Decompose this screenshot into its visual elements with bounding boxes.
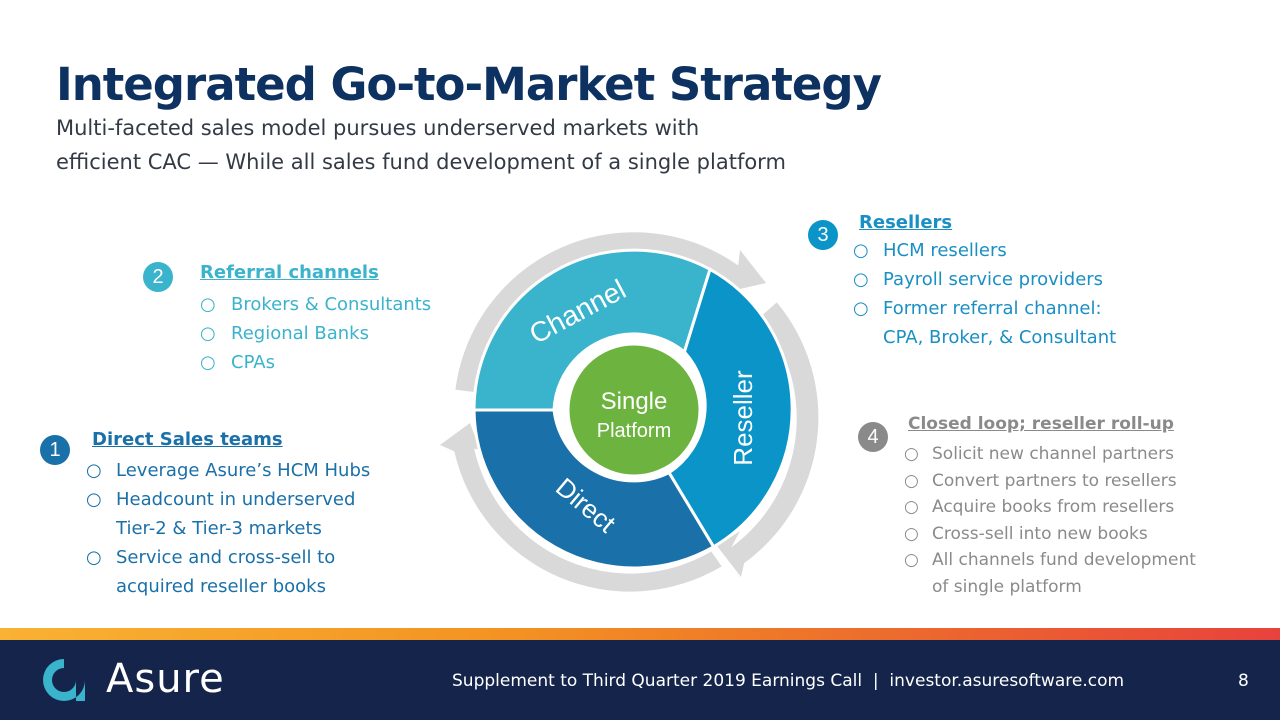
center-circle — [566, 342, 702, 478]
hollow-circle-bullet-icon: ○ — [904, 497, 919, 517]
hollow-circle-bullet-icon: ○ — [200, 323, 216, 344]
list-item: ○Acquire books from resellers — [904, 494, 1196, 521]
hollow-circle-bullet-icon: ○ — [86, 460, 102, 481]
segment-direct — [472, 408, 716, 570]
center-label-platform: Platform — [597, 420, 671, 442]
hollow-circle-bullet-icon: ○ — [853, 298, 869, 319]
hollow-circle-bullet-icon: ○ — [853, 240, 869, 261]
referral-heading: Referral channels — [200, 262, 379, 283]
list-item: Tier-2 & Tier-3 markets — [116, 518, 322, 539]
list-item: ○Solicit new channel partners — [904, 441, 1196, 468]
outer-arrow-ring — [440, 232, 819, 592]
list-item: ○Leverage Asure’s HCM Hubs — [86, 456, 370, 485]
list-item: ○Payroll service providers — [853, 265, 1116, 294]
hollow-circle-bullet-icon: ○ — [904, 550, 919, 570]
asure-logo-icon — [43, 659, 85, 701]
list-item: acquired reseller books — [116, 576, 326, 597]
hollow-circle-bullet-icon: ○ — [904, 470, 919, 491]
hollow-circle-bullet-icon: ○ — [904, 523, 919, 544]
resellers-list: ○HCM resellers ○Payroll service provider… — [853, 236, 1116, 352]
outer-arc-top — [455, 232, 766, 393]
hollow-circle-bullet-icon: ○ — [200, 352, 216, 373]
hollow-circle-bullet-icon: ○ — [86, 489, 102, 510]
closed-loop-heading: Closed loop; reseller roll-up — [908, 414, 1174, 434]
badge-direct: 1 — [40, 435, 70, 465]
hollow-circle-bullet-icon: ○ — [86, 547, 102, 568]
list-item: ○Cross-sell into new books — [904, 521, 1196, 548]
page-title: Integrated Go-to-Market Strategy — [56, 58, 882, 111]
list-item: ○All channels fund development — [904, 547, 1196, 574]
footer-gradient-stripe — [0, 628, 1280, 640]
list-item: ○Service and cross-sell to — [86, 543, 370, 572]
badge-closed-loop: 4 — [858, 422, 888, 452]
subtitle-line-2: efficient CAC — While all sales fund dev… — [56, 150, 786, 174]
outer-arc-right — [717, 302, 819, 577]
list-item: ○HCM resellers — [853, 236, 1116, 265]
list-item: ○Convert partners to resellers — [904, 468, 1196, 495]
badge-referral: 2 — [143, 262, 173, 292]
referral-list: ○Brokers & Consultants ○Regional Banks ○… — [200, 290, 431, 377]
list-item: ○Regional Banks — [200, 319, 431, 348]
outer-arc-bottom — [440, 423, 722, 592]
hollow-circle-bullet-icon: ○ — [200, 294, 216, 315]
hollow-circle-bullet-icon: ○ — [853, 269, 869, 290]
list-item: ○Headcount in underserved — [86, 485, 370, 514]
list-item: ○Brokers & Consultants — [200, 290, 431, 319]
segment-channel — [472, 248, 712, 412]
list-item: ○CPAs — [200, 348, 431, 377]
list-item: ○Former referral channel: — [853, 294, 1116, 323]
footer-text: Supplement to Third Quarter 2019 Earning… — [452, 671, 1125, 691]
list-item: of single platform — [932, 576, 1082, 597]
segment-reseller — [666, 267, 794, 549]
asure-logo-text: Asure — [106, 656, 225, 702]
direct-heading: Direct Sales teams — [92, 429, 283, 450]
hollow-circle-bullet-icon: ○ — [904, 444, 919, 464]
subtitle-line-1: Multi-faceted sales model pursues unders… — [56, 116, 700, 140]
resellers-heading: Resellers — [859, 212, 953, 233]
list-item: CPA, Broker, & Consultant — [883, 327, 1117, 348]
page-number: 8 — [1238, 671, 1249, 691]
badge-resellers: 3 — [808, 220, 838, 250]
footer-bar — [0, 640, 1280, 720]
direct-list: ○Leverage Asure’s HCM Hubs ○Headcount in… — [86, 456, 370, 601]
center-label-single: Single — [601, 388, 668, 415]
closed-loop-list: ○Solicit new channel partners ○Convert p… — [904, 441, 1196, 600]
segment-label-reseller: Reseller — [728, 370, 758, 466]
